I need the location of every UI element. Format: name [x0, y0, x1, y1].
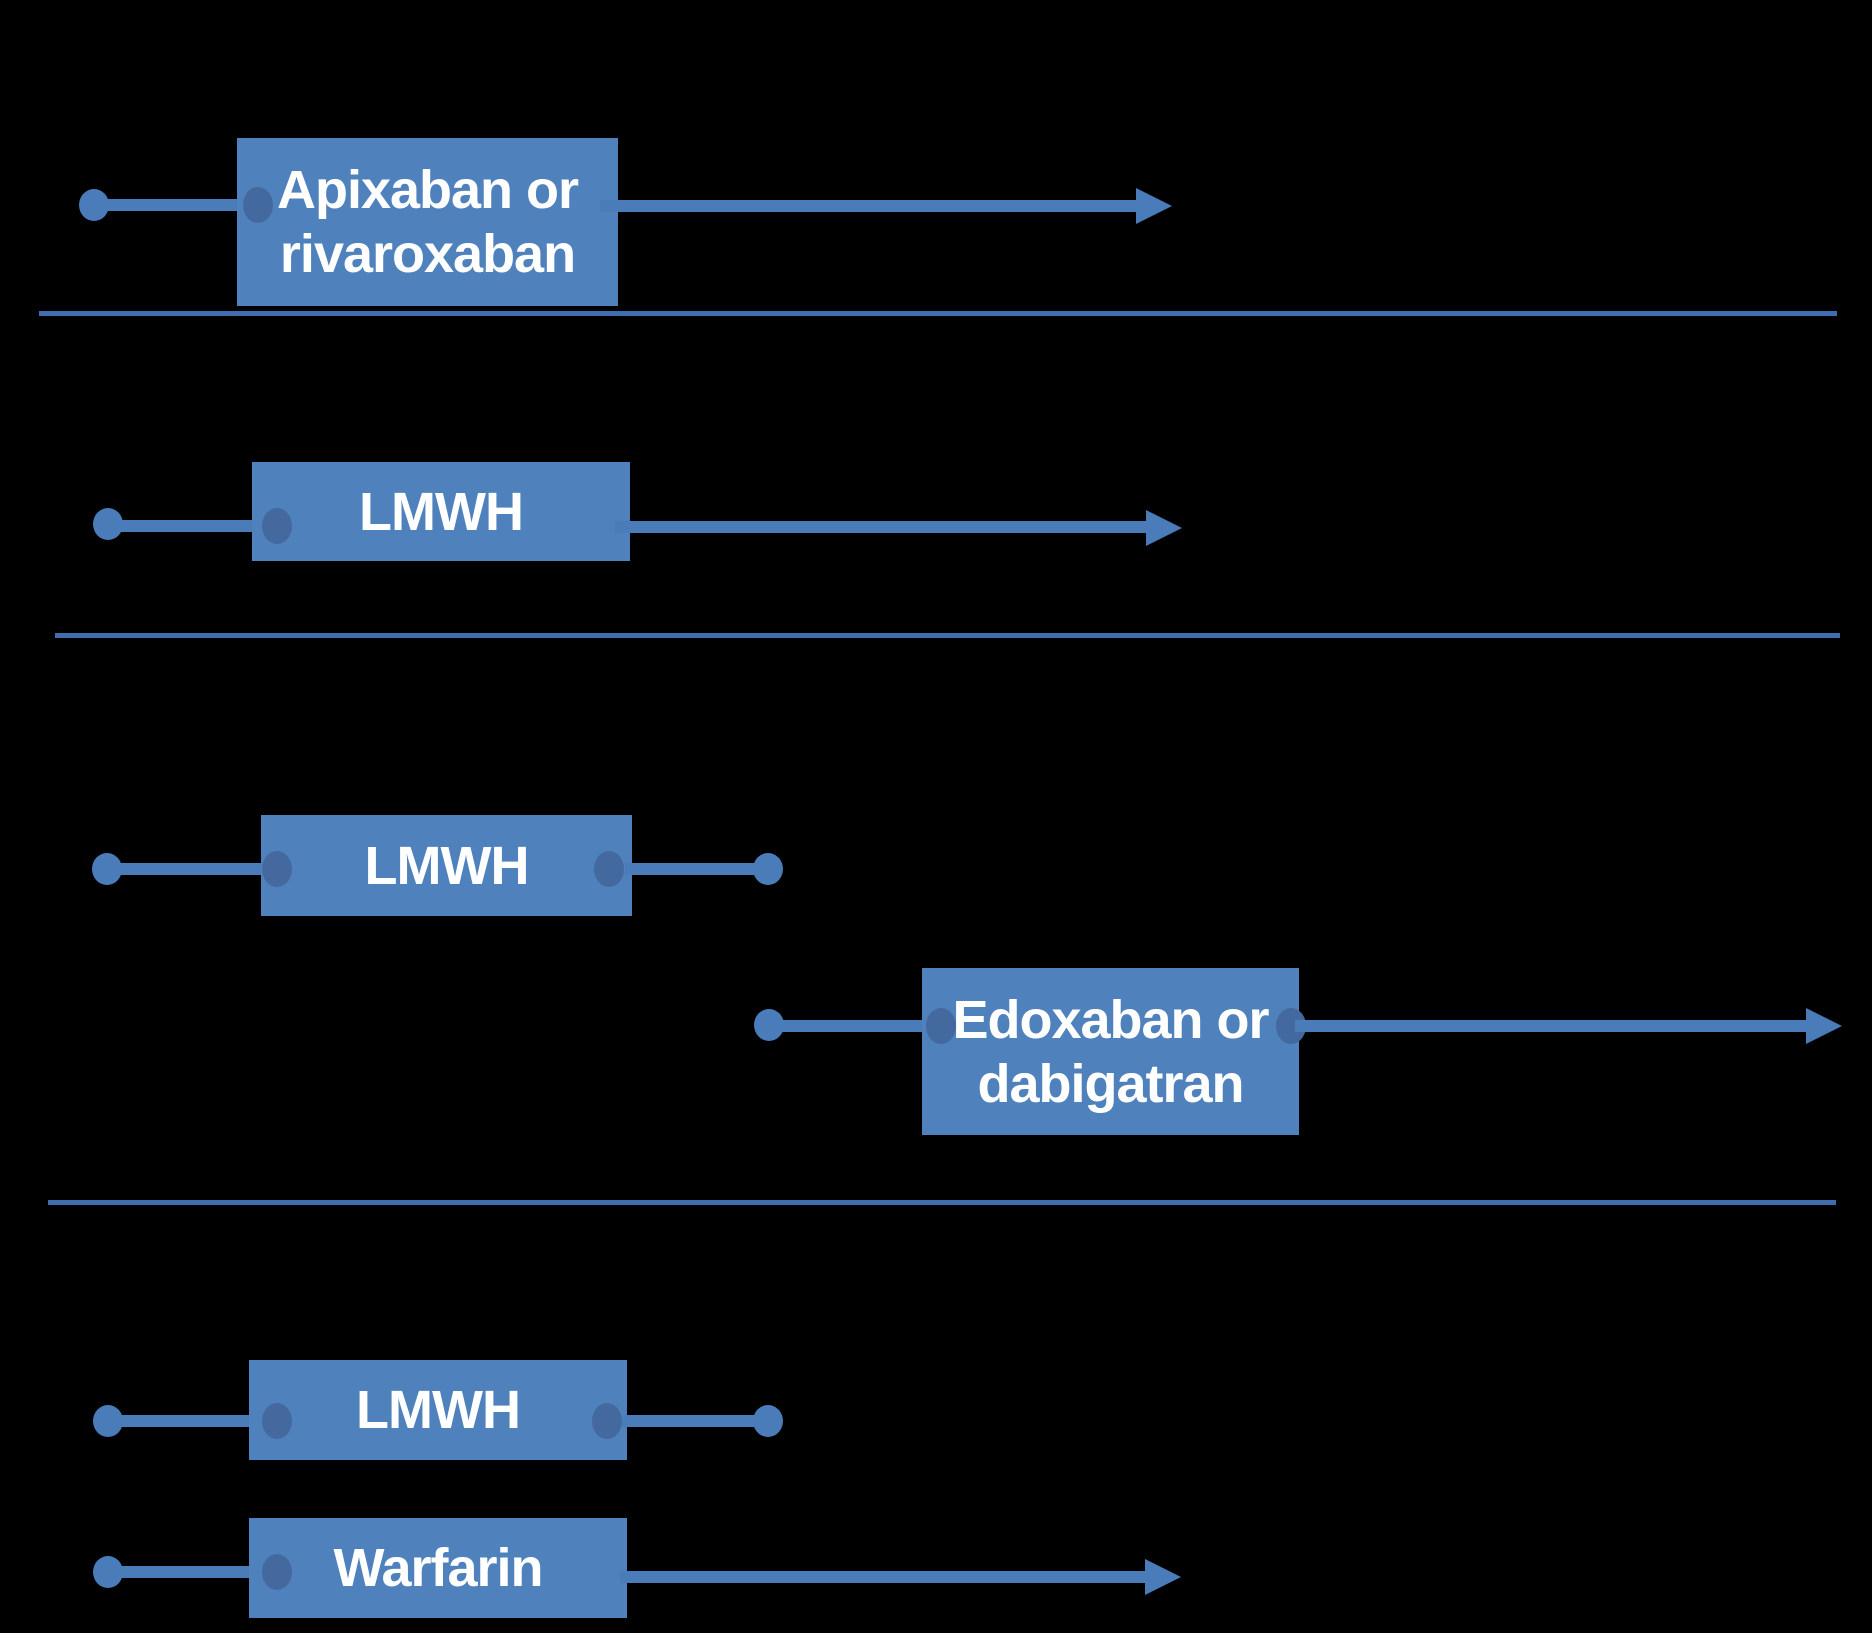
- milestone-dot: [262, 508, 292, 544]
- timeline-segment: [90, 199, 250, 211]
- drug-box-lmwh-2: LMWH: [261, 815, 632, 916]
- milestone-dot: [262, 1554, 292, 1590]
- timeline-segment: [103, 863, 265, 875]
- milestone-dot: [262, 851, 292, 887]
- section-divider: [39, 311, 1837, 316]
- timeline-segment: [104, 520, 266, 532]
- arrowhead-right-icon: [1806, 1008, 1842, 1044]
- timeline-segment: [1295, 1020, 1808, 1032]
- milestone-dot: [262, 1403, 292, 1439]
- timeline-segment: [620, 1571, 1147, 1583]
- timeline-segment: [615, 521, 1148, 533]
- timeline-segment: [765, 1020, 927, 1032]
- arrowhead-right-icon: [1145, 1559, 1181, 1595]
- timeline-end-dot: [753, 853, 783, 885]
- arrowhead-right-icon: [1136, 188, 1172, 224]
- drug-box-warfarin: Warfarin: [249, 1518, 627, 1618]
- timeline-segment: [104, 1566, 264, 1578]
- timeline-end-dot: [753, 1405, 783, 1437]
- drug-box-lmwh-3: LMWH: [249, 1360, 627, 1460]
- drug-box-label: Warfarin: [333, 1538, 543, 1598]
- timeline-segment: [625, 863, 755, 875]
- drug-box-label: rivaroxaban: [279, 224, 576, 284]
- drug-box-label: dabigatran: [977, 1053, 1244, 1114]
- timeline-segment: [600, 200, 1138, 212]
- drug-box-label: Edoxaban or: [952, 989, 1269, 1050]
- drug-box-label: LMWH: [356, 1380, 521, 1440]
- drug-box-apixaban-rivaroxaban: Apixaban or rivaroxaban: [237, 138, 618, 306]
- drug-box-lmwh-1: LMWH: [252, 462, 630, 561]
- timeline-segment: [104, 1415, 264, 1427]
- milestone-dot: [243, 187, 273, 223]
- milestone-dot: [594, 851, 624, 887]
- milestone-dot: [926, 1008, 956, 1044]
- drug-box-label: Apixaban or: [276, 160, 579, 220]
- timeline-segment: [622, 1415, 755, 1427]
- milestone-dot: [592, 1403, 622, 1439]
- drug-box-label: LMWH: [359, 481, 524, 542]
- section-divider: [55, 633, 1840, 638]
- arrowhead-right-icon: [1146, 510, 1182, 546]
- drug-box-label: LMWH: [364, 835, 530, 896]
- section-divider: [48, 1200, 1836, 1205]
- drug-box-edoxaban-dabigatran: Edoxaban or dabigatran: [922, 968, 1299, 1135]
